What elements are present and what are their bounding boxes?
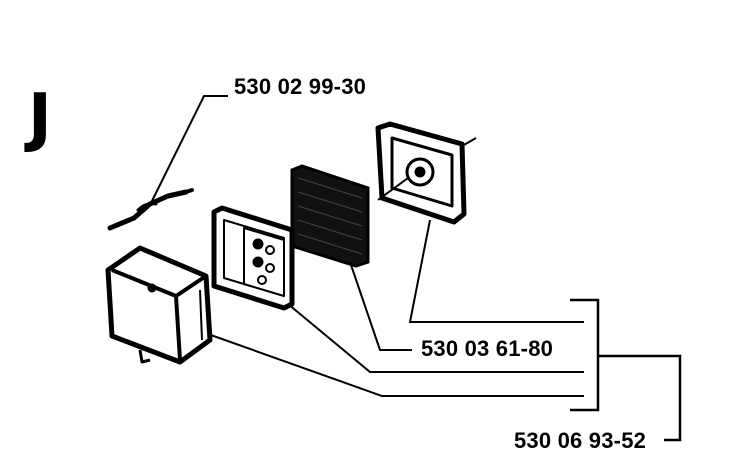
filter-mesh-part xyxy=(290,164,370,268)
filter-cover-part xyxy=(375,121,477,225)
leader-line-spring xyxy=(149,95,228,206)
leader-lines-kit xyxy=(207,219,584,397)
section-letter: J xyxy=(28,81,52,155)
filter-holder-part xyxy=(211,205,295,311)
part-number-filter-mesh: 530 03 61-80 xyxy=(421,336,554,361)
spring-part xyxy=(107,188,194,231)
filter-housing-part xyxy=(105,245,213,365)
part-number-spring: 530 02 99-30 xyxy=(234,74,367,99)
kit-bracket xyxy=(570,298,682,442)
part-number-air-filter-kit: 530 06 93-52 xyxy=(514,428,647,453)
